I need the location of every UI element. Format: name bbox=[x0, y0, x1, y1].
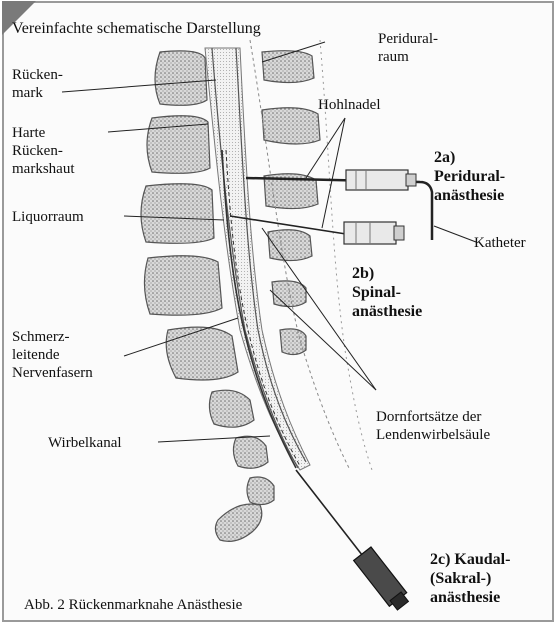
spinous-5 bbox=[272, 281, 306, 307]
vertebra-3 bbox=[141, 184, 214, 244]
spinous-1 bbox=[262, 51, 314, 83]
vertebra-1 bbox=[155, 51, 207, 105]
label-dornfortsaetze: Dornfortsätze der Lendenwirbelsäule bbox=[376, 408, 490, 444]
figure-caption: Abb. 2 Rückenmarknahe Anästhesie bbox=[24, 596, 242, 614]
label-peridural-raum: Peridural- raum bbox=[378, 30, 438, 66]
procedure-2b-spinal: 2b) Spinal- anästhesie bbox=[352, 264, 422, 321]
vertebra-4 bbox=[144, 256, 222, 315]
spinous-2 bbox=[262, 108, 320, 144]
procedure-2a-peridural: 2a) Peridural- anästhesie bbox=[434, 148, 505, 205]
leader-katheter bbox=[434, 226, 476, 242]
sacrum-2 bbox=[233, 436, 268, 468]
needle-2c bbox=[296, 470, 366, 560]
label-hohlnadel: Hohlnadel bbox=[318, 96, 380, 114]
leader-hohlnadel-2 bbox=[322, 118, 345, 228]
syringe-2b bbox=[344, 222, 404, 244]
sacrum-3 bbox=[247, 477, 274, 505]
spinous-processes bbox=[262, 51, 320, 355]
label-schmerzleitende-nervenfasern: Schmerz- leitende Nervenfasern bbox=[12, 328, 93, 382]
spinous-6 bbox=[280, 329, 306, 355]
label-rueckenmark: Rücken- mark bbox=[12, 66, 63, 102]
procedure-2c-kaudal: 2c) Kaudal- (Sakral-) anästhesie bbox=[430, 550, 510, 607]
header-title: Vereinfachte schematische Darstellung bbox=[12, 20, 261, 38]
coccyx bbox=[215, 504, 261, 541]
syringe-2c bbox=[354, 547, 412, 613]
label-wirbelkanal: Wirbelkanal bbox=[48, 434, 122, 452]
vertebra-5 bbox=[166, 327, 238, 380]
label-liquorraum: Liquorraum bbox=[12, 208, 84, 226]
label-harte-rueckenmarkshaut: Harte Rücken- markshaut bbox=[12, 124, 74, 178]
label-katheter: Katheter bbox=[474, 234, 526, 252]
syringe-2a bbox=[346, 170, 416, 190]
sacrum-1 bbox=[209, 390, 254, 427]
